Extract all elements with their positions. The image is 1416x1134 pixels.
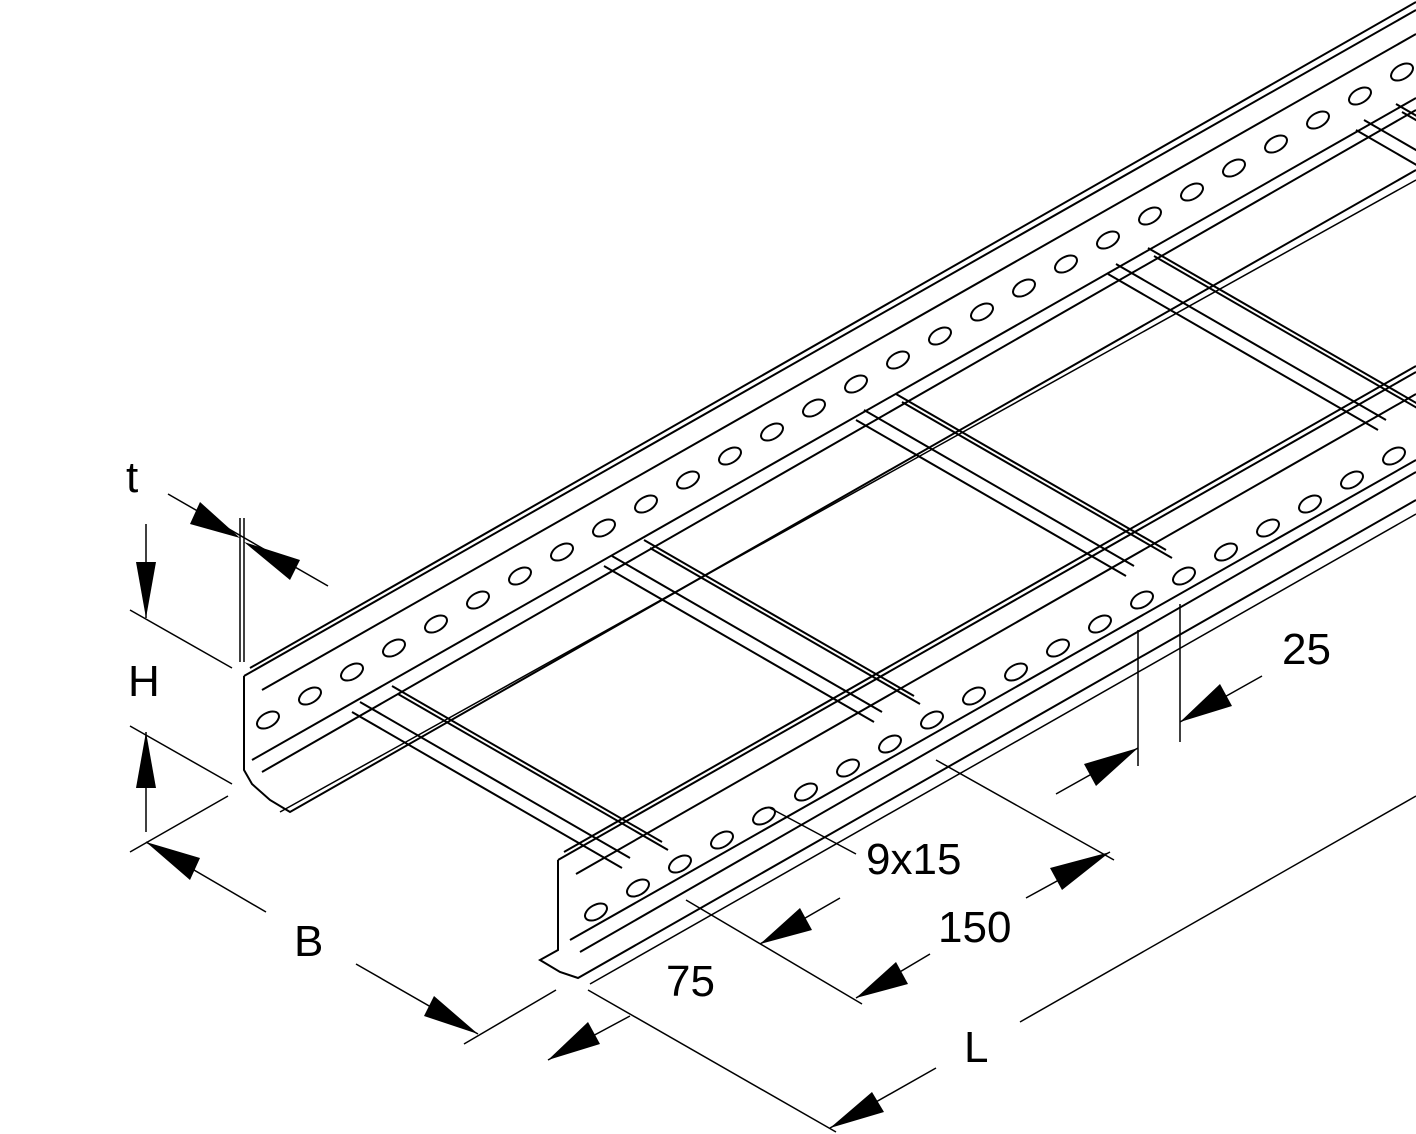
rail-holes — [256, 62, 1414, 922]
rail-hole — [1256, 518, 1280, 538]
rail-hole — [844, 374, 868, 394]
rail-hole — [466, 590, 490, 610]
rail-hole — [676, 470, 700, 490]
rung — [351, 685, 669, 869]
dim-B — [129, 795, 557, 1045]
dim-25 — [1055, 604, 1263, 795]
dim-L — [587, 795, 1416, 1133]
rungs — [351, 103, 1416, 869]
dim-t — [167, 493, 329, 662]
label-25: 25 — [1282, 625, 1331, 674]
rail-hole — [1340, 470, 1364, 490]
rail-hole — [1298, 494, 1322, 514]
rail-hole — [1264, 134, 1288, 154]
rail-hole — [878, 734, 902, 754]
rail-hole — [1382, 446, 1406, 466]
rail-hole — [1004, 662, 1028, 682]
rail-hole — [794, 782, 818, 802]
rail-hole — [836, 758, 860, 778]
rail-hole — [1390, 62, 1414, 82]
label-B: B — [294, 917, 323, 966]
rail-hole — [1088, 614, 1112, 634]
rail-hole — [634, 494, 658, 514]
rung — [855, 393, 1173, 577]
rail-hole — [802, 398, 826, 418]
rail-hole — [928, 326, 952, 346]
rail-hole — [760, 422, 784, 442]
dim-75 — [547, 897, 863, 1061]
rail-hole — [970, 302, 994, 322]
rail-hole — [550, 542, 574, 562]
rail-hole — [508, 566, 532, 586]
rail-hole — [1054, 254, 1078, 274]
rail-hole — [886, 350, 910, 370]
rail-hole — [340, 662, 364, 682]
rail-hole — [1012, 278, 1036, 298]
dim-H — [129, 524, 233, 832]
label-H: H — [128, 657, 160, 706]
label-hole-size: 9x15 — [866, 835, 961, 884]
back-side-rail — [243, 1, 1416, 814]
rail-hole — [1306, 110, 1330, 130]
label-75: 75 — [666, 957, 715, 1006]
dim-9x15-leader — [769, 807, 857, 855]
rail-hole — [668, 854, 692, 874]
rail-hole — [424, 614, 448, 634]
rung — [1107, 247, 1416, 431]
front-side-rail — [538, 365, 1416, 985]
rail-hole — [382, 638, 406, 658]
rail-hole — [1214, 542, 1238, 562]
rail-hole — [718, 446, 742, 466]
rail-hole — [592, 518, 616, 538]
rail-hole — [1172, 566, 1196, 586]
rail-hole — [298, 686, 322, 706]
rail-hole — [1348, 86, 1372, 106]
label-L: L — [964, 1023, 988, 1072]
rail-hole — [920, 710, 944, 730]
rail-hole — [1180, 182, 1204, 202]
rung — [1355, 103, 1416, 166]
rail-hole — [1138, 206, 1162, 226]
rail-hole — [1222, 158, 1246, 178]
rail-hole — [584, 902, 608, 922]
rail-hole — [1046, 638, 1070, 658]
label-t: t — [126, 453, 138, 502]
rail-hole — [710, 830, 734, 850]
dim-150 — [855, 759, 1115, 999]
rung — [603, 539, 921, 723]
rail-hole — [1096, 230, 1120, 250]
rail-hole — [1130, 590, 1154, 610]
rail-hole — [962, 686, 986, 706]
label-150: 150 — [938, 903, 1011, 952]
rail-hole — [626, 878, 650, 898]
rail-hole — [256, 710, 280, 730]
